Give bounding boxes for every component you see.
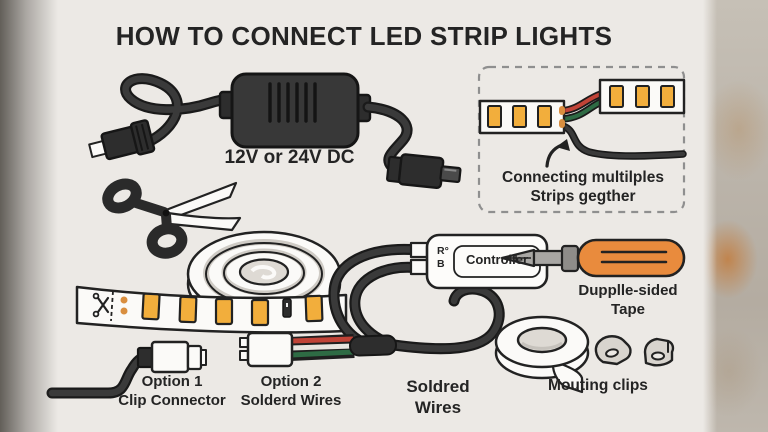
soldered-wires-label: Soldred Wires [377, 376, 499, 418]
led-strip-roll-icon [75, 230, 348, 334]
option2-line2: Solderd Wires [240, 392, 342, 409]
connect-strips-line1: Connecting multilples [502, 169, 664, 186]
option2-label: Option 2 Solderd Wires [212, 372, 370, 410]
soldered-line1: Soldred [406, 377, 470, 396]
tape-roll-icon [494, 315, 590, 394]
curved-arrow-icon [545, 139, 570, 168]
page-title: HOW TO CONNECT LED STRIP LIGHTS [115, 21, 613, 51]
option1-line2: Clip Connector [118, 392, 226, 409]
dc-plug-left [88, 119, 156, 161]
adapter-vents [268, 82, 317, 123]
soldered-wires-icon [239, 331, 398, 368]
option1-label: Option 1 Clip Connector [90, 372, 254, 410]
mounting-clips-label: Mouting clips [548, 377, 648, 394]
rgb-controller-icon [239, 233, 549, 368]
controller-label: Controller [465, 252, 529, 267]
tape-line2: Tape [611, 301, 645, 318]
screwdriver-icon [500, 238, 686, 278]
connect-strips-line2: Strips gegther [530, 188, 636, 205]
option1-line1: Option 1 [141, 373, 203, 390]
controller-b-label: B [437, 258, 445, 270]
mounting-clips-icon [594, 335, 675, 367]
connection-dashed-box [477, 65, 686, 214]
cut-mark-icon [92, 290, 114, 322]
power-voltage-label: 12V or 24V DC [224, 147, 355, 168]
connect-strips-label: Connecting multilples Strips gegther [486, 168, 680, 206]
controller-r-label: R° [437, 245, 449, 257]
double-sided-tape-label: Dupplle-sided Tape [556, 281, 700, 319]
clip-connector-icon [46, 340, 207, 399]
soldered-line2: Wires [414, 398, 462, 417]
strip-joining-icon [478, 78, 687, 160]
dc-plug-right [386, 153, 462, 190]
scissors-icon [102, 178, 242, 259]
tape-line1: Dupplle-sided [578, 282, 678, 299]
power-adapter-icon [88, 72, 462, 190]
option2-line1: Option 2 [260, 373, 322, 390]
